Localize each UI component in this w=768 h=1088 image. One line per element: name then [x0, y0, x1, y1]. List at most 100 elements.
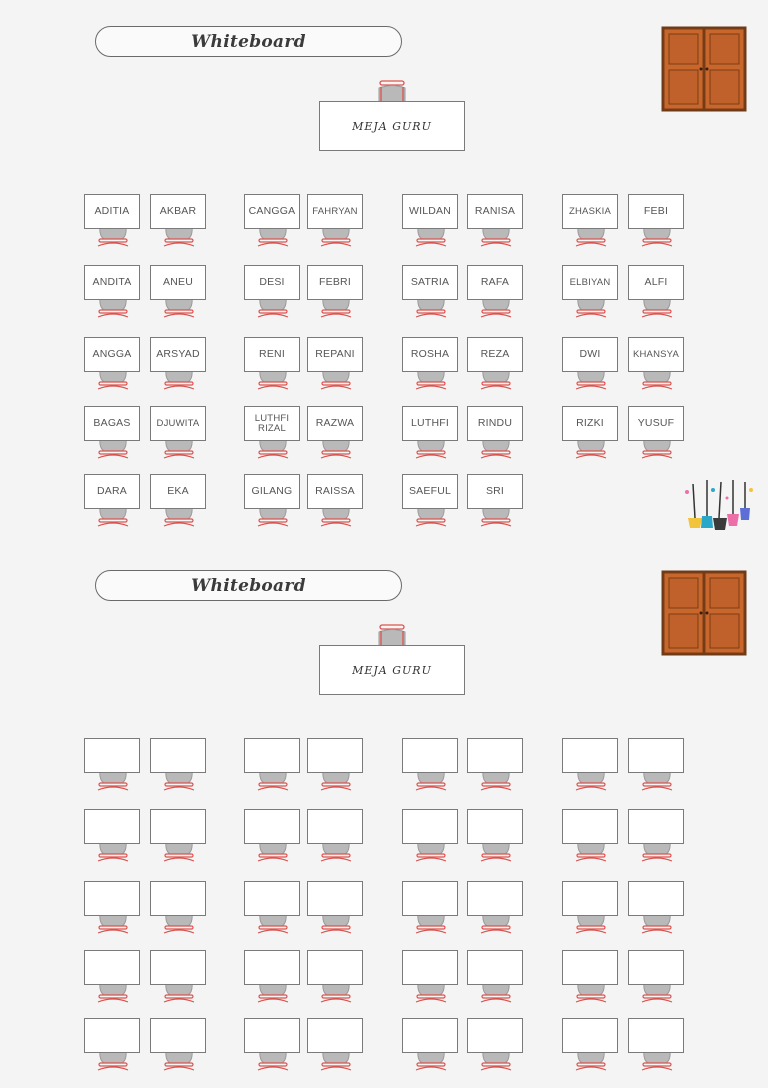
chair-icon [97, 840, 129, 862]
student-desk [84, 809, 140, 844]
student-seat [84, 1018, 142, 1074]
chair-icon [97, 368, 129, 390]
student-desk [244, 950, 300, 985]
student-desk [150, 950, 206, 985]
student-seat [307, 1018, 365, 1074]
chair-icon [320, 981, 352, 1003]
chair-icon [97, 912, 129, 934]
student-desk: FEBRI [307, 265, 363, 300]
student-seat: LUTHFI [402, 406, 460, 462]
student-seat: RENI [244, 337, 302, 393]
student-seat [307, 738, 365, 794]
student-desk: REZA [467, 337, 523, 372]
student-seat: GILANG [244, 474, 302, 530]
chair-icon [480, 840, 512, 862]
student-seat: AKBAR [150, 194, 208, 250]
student-desk [244, 809, 300, 844]
student-seat [84, 881, 142, 937]
student-desk: DJUWITA [150, 406, 206, 441]
student-seat [244, 950, 302, 1006]
student-seat: ZHASKIA [562, 194, 620, 250]
door-icon [661, 26, 747, 112]
chair-icon [415, 437, 447, 459]
teacher-chair-icon [378, 80, 406, 102]
student-seat [402, 1018, 460, 1074]
student-seat: DARA [84, 474, 142, 530]
chair-icon [320, 840, 352, 862]
student-desk: RIZKI [562, 406, 618, 441]
chair-icon [257, 368, 289, 390]
door-icon [661, 570, 747, 656]
whiteboard: Whiteboard [95, 570, 402, 601]
student-seat [562, 950, 620, 1006]
student-desk [84, 738, 140, 773]
student-seat: REPANI [307, 337, 365, 393]
student-seat: ADITIA [84, 194, 142, 250]
chair-icon [415, 368, 447, 390]
student-desk [467, 738, 523, 773]
student-seat: RANISA [467, 194, 525, 250]
student-seat: SATRIA [402, 265, 460, 321]
student-seat [244, 809, 302, 865]
student-desk [628, 881, 684, 916]
chair-icon [415, 981, 447, 1003]
student-seat [467, 809, 525, 865]
chair-icon [641, 437, 673, 459]
student-seat [562, 1018, 620, 1074]
student-desk: FAHRYAN [307, 194, 363, 229]
student-desk [244, 1018, 300, 1053]
student-desk: KHANSYA [628, 337, 684, 372]
student-desk: SATRIA [402, 265, 458, 300]
chair-icon [320, 225, 352, 247]
student-seat: BAGAS [84, 406, 142, 462]
student-desk [402, 809, 458, 844]
student-seat [244, 738, 302, 794]
student-seat [467, 881, 525, 937]
student-desk [628, 738, 684, 773]
student-desk: BAGAS [84, 406, 140, 441]
student-desk [150, 738, 206, 773]
chair-icon [575, 437, 607, 459]
student-desk: LUTHFI [402, 406, 458, 441]
student-seat [402, 950, 460, 1006]
student-desk [562, 809, 618, 844]
student-desk: ELBIYAN [562, 265, 618, 300]
student-desk [402, 950, 458, 985]
student-desk: ALFI [628, 265, 684, 300]
student-seat [84, 809, 142, 865]
student-desk: FEBI [628, 194, 684, 229]
student-desk: CANGGA [244, 194, 300, 229]
student-desk [244, 738, 300, 773]
student-desk [84, 1018, 140, 1053]
chair-icon [163, 437, 195, 459]
chair-icon [257, 505, 289, 527]
student-seat: RINDU [467, 406, 525, 462]
student-seat [402, 881, 460, 937]
student-seat [402, 809, 460, 865]
student-seat [628, 1018, 686, 1074]
student-seat [628, 950, 686, 1006]
student-desk [402, 738, 458, 773]
student-seat [84, 738, 142, 794]
student-seat [150, 1018, 208, 1074]
student-desk [628, 1018, 684, 1053]
chair-icon [480, 225, 512, 247]
student-desk: RENI [244, 337, 300, 372]
chair-icon [415, 505, 447, 527]
chair-icon [163, 368, 195, 390]
student-seat [307, 881, 365, 937]
chair-icon [97, 296, 129, 318]
student-desk: LUTHFI RIZAL [244, 406, 300, 441]
chair-icon [575, 912, 607, 934]
chair-icon [163, 505, 195, 527]
chair-icon [575, 981, 607, 1003]
chair-icon [163, 225, 195, 247]
student-seat: FEBRI [307, 265, 365, 321]
student-seat: RIZKI [562, 406, 620, 462]
teacher-desk: MEJA GURU [319, 645, 465, 695]
student-seat: ANGGA [84, 337, 142, 393]
student-seat: ANDITA [84, 265, 142, 321]
student-seat: RAZWA [307, 406, 365, 462]
student-desk [628, 809, 684, 844]
student-desk: SAEFUL [402, 474, 458, 509]
